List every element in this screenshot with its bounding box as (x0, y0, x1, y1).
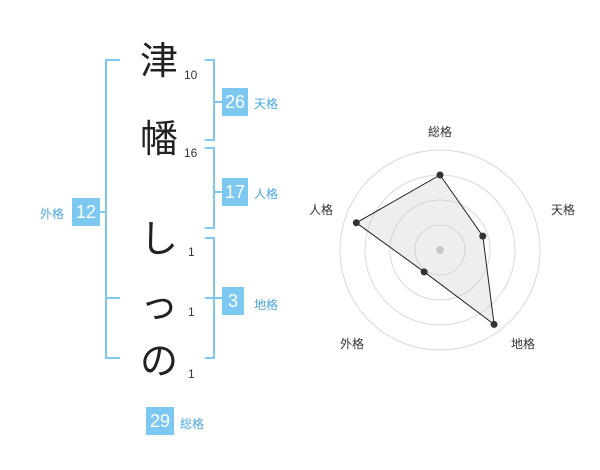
radar-shape (355, 174, 495, 326)
tenkaku-value: 26 (222, 88, 248, 116)
radar-point-3 (420, 268, 428, 276)
strokes-1: 10 (184, 68, 198, 82)
tenkaku-label: 天格 (254, 97, 279, 111)
name-char-2: 幡 (140, 117, 179, 161)
soukaku-label: 総格 (180, 417, 205, 431)
radar-point-4 (352, 219, 360, 227)
name-char-4: っ (140, 283, 179, 327)
strokes-5: 1 (188, 367, 195, 381)
chikaku-value: 3 (222, 287, 244, 315)
radar-label-chikaku: 地格 (511, 337, 536, 351)
radar-ring-2 (389, 199, 491, 301)
jinkaku-value: 17 (222, 178, 248, 206)
radar-points (352, 171, 498, 328)
chikaku-label: 地格 (254, 298, 279, 312)
gaikaku-value: 12 (72, 198, 100, 226)
radar-point-1 (479, 232, 487, 240)
strokes-4: 1 (188, 305, 195, 319)
gaikaku-label: 外格 (40, 207, 65, 221)
radar-point-0 (436, 171, 444, 179)
name-char-1: 津 (140, 39, 179, 83)
radar-ring-1 (414, 224, 466, 276)
soukaku-value: 29 (146, 407, 174, 435)
jinkaku-label: 人格 (254, 187, 279, 201)
radar-point-2 (490, 320, 498, 328)
radar-center-dot (436, 246, 444, 254)
tenkaku-bracket (205, 59, 215, 141)
strokes-2: 16 (184, 146, 198, 160)
jinkaku-bracket (205, 147, 215, 229)
radar-ring-4 (339, 149, 541, 351)
radar-label-tenkaku: 天格 (551, 203, 576, 217)
outer-bracket (105, 59, 120, 359)
name-char-5: の (140, 339, 179, 383)
radar-label-gaikaku: 外格 (340, 337, 365, 351)
strokes-3: 1 (188, 245, 195, 259)
radar-label-jinkaku: 人格 (309, 203, 334, 217)
radar-label-soukaku: 総格 (428, 125, 453, 139)
name-char-3: し (140, 217, 179, 261)
